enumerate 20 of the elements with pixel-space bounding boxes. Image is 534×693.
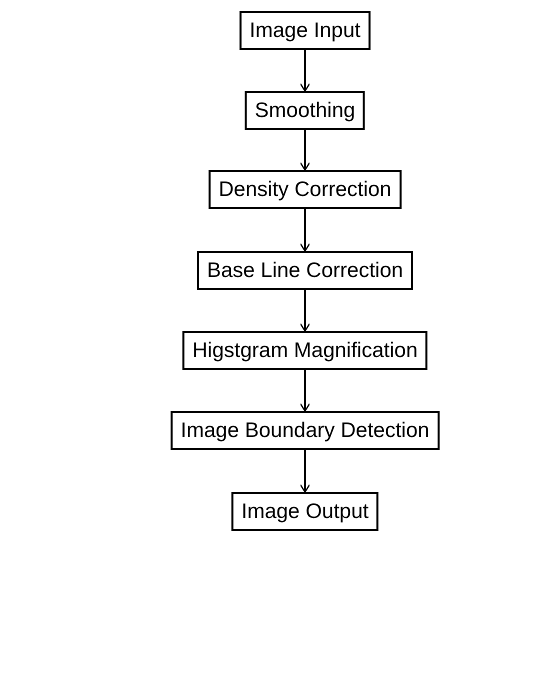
box-label: Smoothing <box>254 98 356 124</box>
process-box <box>244 91 366 130</box>
box-label: Image Input <box>250 18 360 44</box>
process-box <box>240 11 370 50</box>
box-label: Higstgram Magnification <box>192 338 418 364</box>
process-box <box>208 170 402 209</box>
arrow <box>300 450 310 493</box>
process-box <box>196 251 414 290</box>
process-box <box>231 492 379 531</box>
box-label: Image Boundary Detection <box>180 418 430 444</box>
arrow <box>300 370 310 412</box>
arrow <box>300 50 310 92</box>
arrow <box>300 130 310 171</box>
process-box <box>182 331 428 370</box>
box-label: Base Line Correction <box>206 258 404 284</box>
box-label: Density Correction <box>218 176 392 203</box>
box-label: Image Output <box>241 498 369 525</box>
arrow <box>300 209 310 252</box>
arrow <box>300 290 310 332</box>
process-box <box>170 411 440 450</box>
